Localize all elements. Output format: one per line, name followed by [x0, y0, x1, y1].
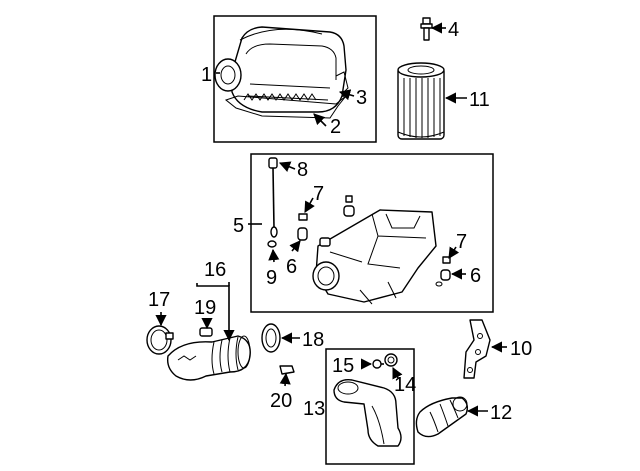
callout-18: 18 [302, 329, 324, 351]
callout-4: 4 [448, 19, 459, 41]
air-filter-part [397, 62, 445, 140]
bracket-part [463, 319, 491, 379]
resonator-part [333, 379, 402, 447]
callout-6-left: 6 [286, 256, 297, 278]
bolt-part [420, 17, 433, 41]
clamp-18-part [261, 323, 281, 353]
callout-5: 5 [233, 215, 244, 237]
upper-housing-part [214, 26, 347, 113]
grommet-left-part [297, 213, 308, 241]
washer-part [267, 240, 277, 248]
callout-20: 20 [270, 390, 292, 412]
intake-hose-part [166, 335, 251, 381]
callout-17: 17 [148, 289, 170, 311]
callout-3: 3 [356, 87, 367, 109]
callout-13: 13 [303, 398, 325, 420]
callout-1: 1 [201, 64, 212, 86]
callout-19: 19 [194, 297, 216, 319]
grommet-right-part [435, 256, 451, 287]
callout-10: 10 [510, 338, 532, 360]
grommet-top-part [343, 195, 355, 217]
callout-12: 12 [490, 402, 512, 424]
callout-11: 11 [469, 89, 490, 111]
lower-housing-part [312, 209, 437, 305]
gasket-part [224, 95, 347, 119]
callout-7-left: 7 [313, 183, 324, 205]
callout-2: 2 [330, 116, 341, 138]
sensor-rod-part [268, 157, 278, 238]
callout-15: 15 [332, 355, 354, 377]
callout-8: 8 [297, 159, 308, 181]
callout-9: 9 [266, 267, 277, 289]
duct-group-box [325, 348, 415, 465]
nut-15-part [372, 359, 382, 369]
callout-7-right: 7 [456, 231, 467, 253]
upper-housing-group-box [213, 15, 377, 143]
callout-14: 14 [394, 374, 416, 396]
lower-housing-group-box [250, 153, 494, 313]
callout-16: 16 [204, 259, 226, 281]
plug-19-part [199, 327, 213, 337]
clamp-17-part [146, 325, 174, 355]
grommet-14-part [384, 353, 398, 367]
outlet-hose-part [415, 396, 469, 438]
leader-lines [155, 22, 507, 417]
clip-20-part [279, 365, 295, 375]
callout-6-right: 6 [470, 265, 481, 287]
